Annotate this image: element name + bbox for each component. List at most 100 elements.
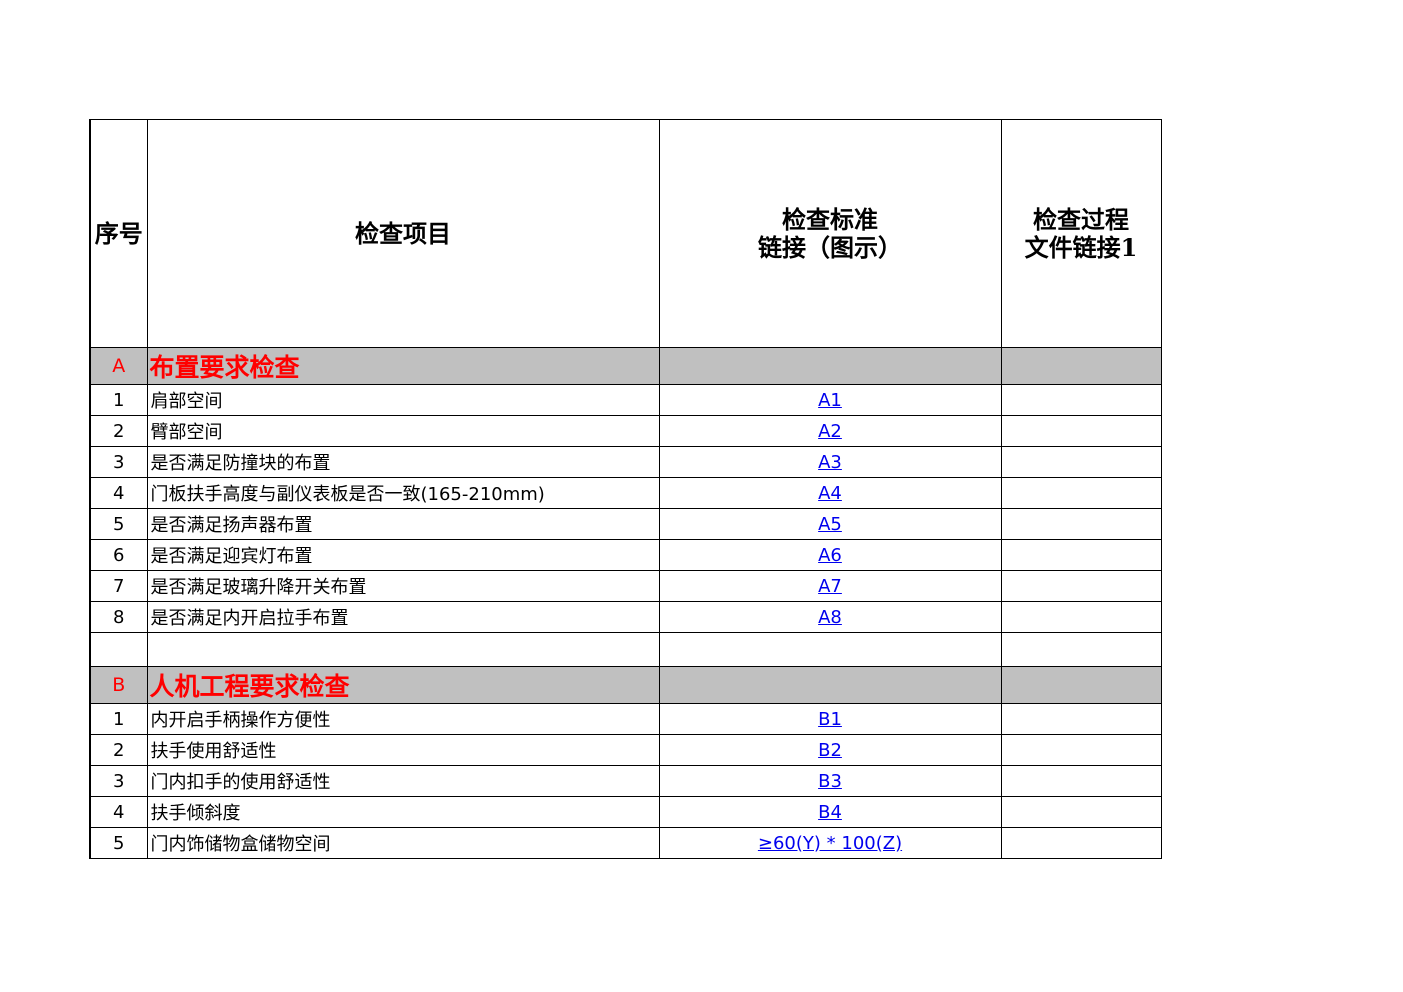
- row-item: 门板扶手高度与副仪表板是否一致(165-210mm): [146, 477, 660, 509]
- row-process-cell[interactable]: [1000, 446, 1162, 478]
- table-row: 2 扶手使用舒适性 B2: [89, 734, 1162, 766]
- row-process-cell[interactable]: [1000, 703, 1162, 735]
- standard-link[interactable]: A6: [818, 544, 842, 566]
- row-number: 1: [89, 703, 148, 735]
- checklist-body: 序号 检查项目 检查标准 链接（图示） 检查过程 文件链接1 A 布置要求检查 …: [89, 119, 1162, 859]
- header-process-line2: 文件链接1: [1024, 232, 1138, 262]
- header-row: 序号 检查项目 检查标准 链接（图示） 检查过程 文件链接1: [89, 119, 1162, 348]
- row-link-cell: A5: [658, 508, 1002, 540]
- standard-link[interactable]: A5: [818, 513, 842, 535]
- standard-link[interactable]: A8: [818, 606, 842, 628]
- row-link-cell: A2: [658, 415, 1002, 447]
- row-item: 是否满足防撞块的布置: [146, 446, 660, 478]
- table-row: 4 扶手倾斜度 B4: [89, 796, 1162, 828]
- row-link-cell: B1: [658, 703, 1002, 735]
- section-empty-cell: [1000, 666, 1162, 704]
- row-process-cell[interactable]: [1000, 539, 1162, 571]
- header-standard: 检查标准 链接（图示）: [658, 119, 1002, 348]
- row-item: 内开启手柄操作方便性: [146, 703, 660, 735]
- section-code: A: [89, 347, 148, 385]
- table-row: 1 肩部空间 A1: [89, 384, 1162, 416]
- standard-link[interactable]: A2: [818, 420, 842, 442]
- row-number: 3: [89, 765, 148, 797]
- row-number: 4: [89, 796, 148, 828]
- table-row: 4 门板扶手高度与副仪表板是否一致(165-210mm) A4: [89, 477, 1162, 509]
- row-item: 门内扣手的使用舒适性: [146, 765, 660, 797]
- row-number: 5: [89, 827, 148, 859]
- standard-link[interactable]: A1: [818, 389, 842, 411]
- row-link-cell: B3: [658, 765, 1002, 797]
- standard-link[interactable]: A7: [818, 575, 842, 597]
- row-process-cell[interactable]: [1000, 827, 1162, 859]
- row-item: 门内饰储物盒储物空间: [146, 827, 660, 859]
- row-number: 5: [89, 508, 148, 540]
- header-standard-line1: 检查标准: [782, 204, 878, 234]
- row-process-cell[interactable]: [1000, 796, 1162, 828]
- row-link-cell: A4: [658, 477, 1002, 509]
- header-process: 检查过程 文件链接1: [1000, 119, 1162, 348]
- row-number: 6: [89, 539, 148, 571]
- header-item: 检查项目: [146, 119, 660, 348]
- section-title: 人机工程要求检查: [146, 666, 660, 704]
- section-empty-cell: [658, 666, 1002, 704]
- row-link-cell: B4: [658, 796, 1002, 828]
- row-number: 3: [89, 446, 148, 478]
- header-process-line1: 检查过程: [1033, 204, 1129, 234]
- row-item: 是否满足扬声器布置: [146, 508, 660, 540]
- row-number: 2: [89, 415, 148, 447]
- table-row: 8 是否满足内开启拉手布置 A8: [89, 601, 1162, 633]
- row-number: 2: [89, 734, 148, 766]
- header-seq: 序号: [89, 119, 148, 348]
- row-item: 是否满足迎宾灯布置: [146, 539, 660, 571]
- section-empty-cell: [1000, 347, 1162, 385]
- row-number: 4: [89, 477, 148, 509]
- section-row-b: B 人机工程要求检查: [89, 666, 1162, 704]
- standard-link[interactable]: B1: [818, 708, 842, 730]
- blank-cell: [89, 632, 148, 667]
- row-process-cell[interactable]: [1000, 765, 1162, 797]
- standard-link[interactable]: ≥60(Y) * 100(Z): [757, 832, 903, 854]
- row-item: 扶手使用舒适性: [146, 734, 660, 766]
- table-row: 3 是否满足防撞块的布置 A3: [89, 446, 1162, 478]
- blank-row: [89, 632, 1162, 667]
- blank-cell: [1000, 632, 1162, 667]
- row-item: 肩部空间: [146, 384, 660, 416]
- row-link-cell: A7: [658, 570, 1002, 602]
- row-item: 是否满足内开启拉手布置: [146, 601, 660, 633]
- header-standard-line2: 链接（图示）: [758, 232, 902, 262]
- standard-link[interactable]: A4: [818, 482, 842, 504]
- row-link-cell: A1: [658, 384, 1002, 416]
- section-code: B: [89, 666, 148, 704]
- row-item: 臂部空间: [146, 415, 660, 447]
- row-link-cell: A8: [658, 601, 1002, 633]
- standard-link[interactable]: B3: [818, 770, 842, 792]
- row-process-cell[interactable]: [1000, 384, 1162, 416]
- section-row-a: A 布置要求检查: [89, 347, 1162, 385]
- row-process-cell[interactable]: [1000, 734, 1162, 766]
- blank-cell: [658, 632, 1002, 667]
- checklist-table: 序号 检查项目 检查标准 链接（图示） 检查过程 文件链接1 A 布置要求检查 …: [89, 119, 1162, 859]
- table-row: 7 是否满足玻璃升降开关布置 A7: [89, 570, 1162, 602]
- table-row: 1 内开启手柄操作方便性 B1: [89, 703, 1162, 735]
- row-link-cell: A6: [658, 539, 1002, 571]
- row-number: 1: [89, 384, 148, 416]
- standard-link[interactable]: A3: [818, 451, 842, 473]
- row-process-cell[interactable]: [1000, 477, 1162, 509]
- row-process-cell[interactable]: [1000, 601, 1162, 633]
- section-empty-cell: [658, 347, 1002, 385]
- standard-link[interactable]: B2: [818, 739, 842, 761]
- row-link-cell: A3: [658, 446, 1002, 478]
- row-item: 是否满足玻璃升降开关布置: [146, 570, 660, 602]
- row-number: 8: [89, 601, 148, 633]
- row-link-cell: B2: [658, 734, 1002, 766]
- table-row: 5 是否满足扬声器布置 A5: [89, 508, 1162, 540]
- row-link-cell: ≥60(Y) * 100(Z): [658, 827, 1002, 859]
- row-process-cell[interactable]: [1000, 415, 1162, 447]
- row-number: 7: [89, 570, 148, 602]
- table-row: 5 门内饰储物盒储物空间 ≥60(Y) * 100(Z): [89, 827, 1162, 859]
- standard-link[interactable]: B4: [818, 801, 842, 823]
- row-process-cell[interactable]: [1000, 570, 1162, 602]
- row-process-cell[interactable]: [1000, 508, 1162, 540]
- blank-cell: [146, 632, 660, 667]
- table-row: 3 门内扣手的使用舒适性 B3: [89, 765, 1162, 797]
